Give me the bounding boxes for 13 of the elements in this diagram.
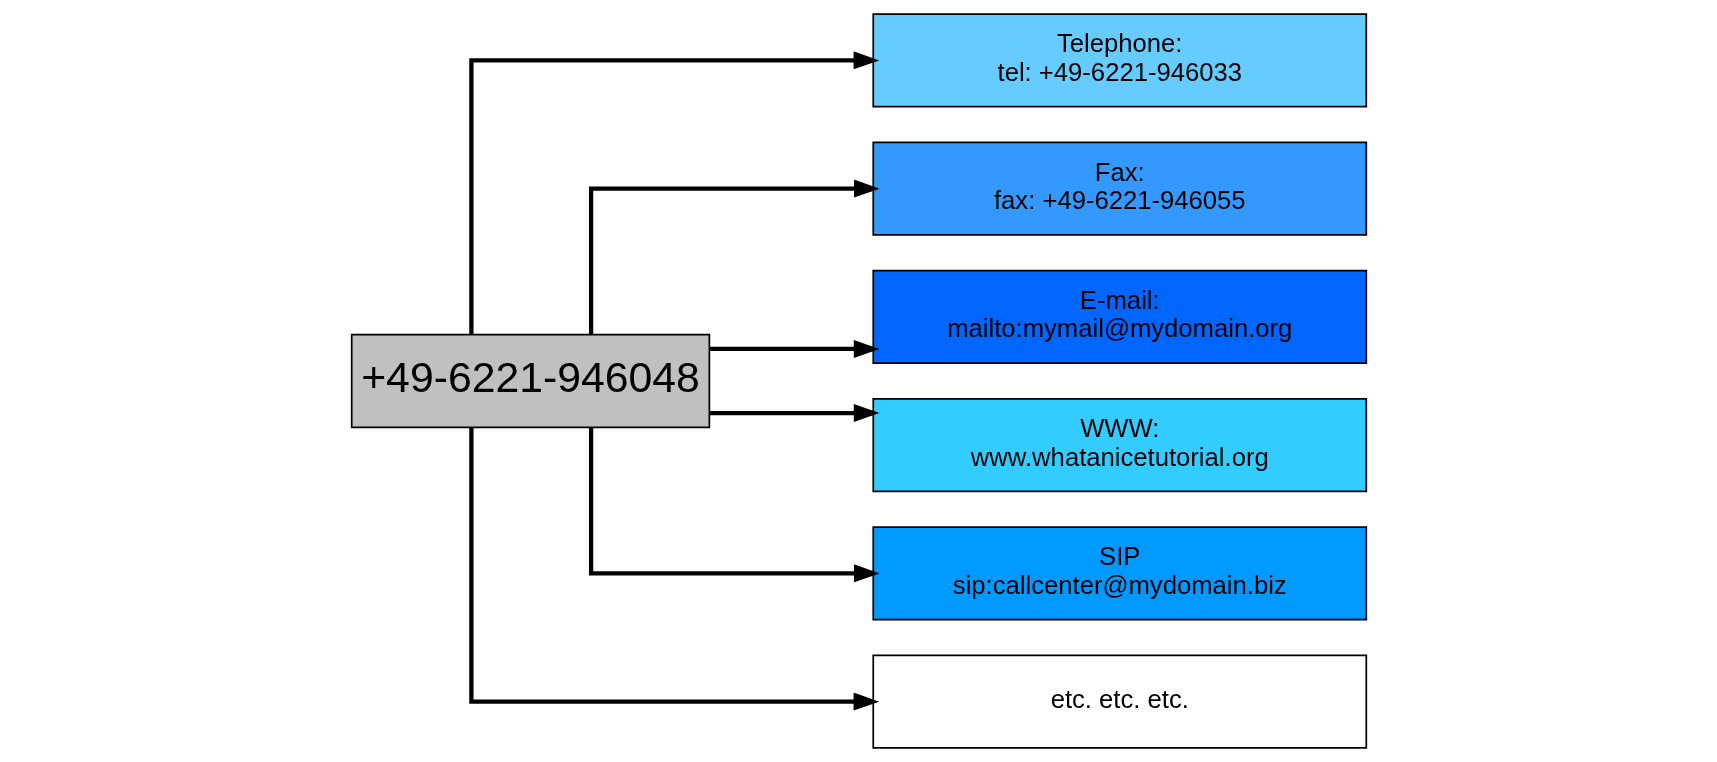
node-box: etc. etc. etc. <box>871 654 1367 749</box>
arrow <box>709 404 879 423</box>
node-box: SIP sip:callcenter@mydomain.biz <box>871 526 1367 621</box>
arrow <box>709 339 879 358</box>
node-box: E-mail: mailto:mymail@mydomain.org <box>871 269 1367 365</box>
node-box: +49-6221-946048 <box>350 333 710 429</box>
arrow <box>588 179 880 335</box>
node-box: Telephone: tel: +49-6221-946033 <box>871 13 1367 108</box>
arrow <box>468 427 879 711</box>
arrow <box>588 427 880 583</box>
arrow <box>468 51 879 335</box>
node-box: WWW: www.whatanicetutorial.org <box>871 397 1367 493</box>
node-box: Fax: fax: +49-6221-946055 <box>871 141 1367 236</box>
